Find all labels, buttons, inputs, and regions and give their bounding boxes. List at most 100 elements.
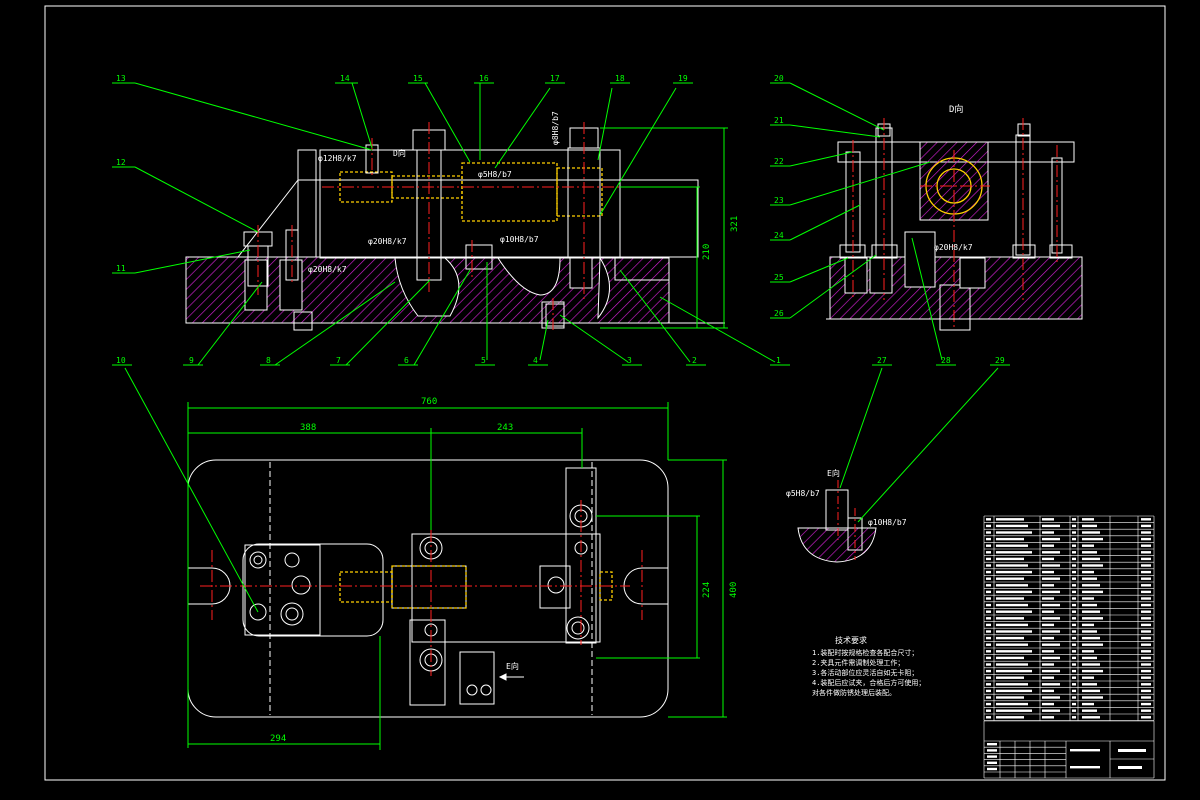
table-cell-mark bbox=[996, 696, 1024, 699]
fit-label: φ10H8/b7 bbox=[868, 518, 907, 527]
table-cell-mark bbox=[1072, 709, 1076, 712]
table-cell-mark bbox=[1072, 716, 1076, 719]
table-cell-mark bbox=[1141, 636, 1151, 640]
table-cell-mark bbox=[996, 643, 1028, 646]
table-cell-mark bbox=[996, 544, 1028, 547]
table-cell-mark bbox=[1141, 557, 1151, 561]
front-view bbox=[185, 122, 725, 332]
table-cell-mark bbox=[1072, 623, 1076, 627]
table-cell-mark bbox=[1072, 663, 1076, 666]
table-cell-mark bbox=[1042, 610, 1054, 613]
title-block-mark bbox=[1118, 766, 1142, 769]
table-cell-mark bbox=[986, 524, 991, 528]
table-cell-mark bbox=[996, 531, 1032, 534]
table-cell-mark bbox=[1141, 716, 1151, 719]
table-cell-mark bbox=[996, 603, 1028, 607]
table-cell-mark bbox=[986, 577, 991, 580]
table-cell-mark bbox=[1141, 650, 1151, 653]
table-cell-mark bbox=[986, 676, 991, 679]
table-cell-mark bbox=[1141, 630, 1151, 633]
table-cell-mark bbox=[1042, 676, 1054, 679]
table-cell-mark bbox=[1141, 617, 1151, 620]
table-cell-mark bbox=[1082, 702, 1094, 706]
table-cell-mark bbox=[1082, 584, 1100, 587]
notes-line: 对各件做防锈处理后装配。 bbox=[812, 688, 896, 697]
table-cell-mark bbox=[1072, 584, 1076, 587]
table-cell-mark bbox=[1072, 590, 1076, 594]
table-cell-mark bbox=[1042, 544, 1054, 547]
balloon-16: 16 bbox=[479, 74, 489, 83]
balloon-28: 28 bbox=[941, 356, 951, 365]
plan-centerlines bbox=[200, 500, 643, 676]
side-view bbox=[826, 118, 1083, 331]
table-cell-mark bbox=[986, 537, 991, 541]
title-block-mark bbox=[987, 767, 997, 771]
table-cell-mark bbox=[1082, 623, 1094, 627]
table-cell-mark bbox=[986, 663, 991, 666]
table-cell-mark bbox=[986, 689, 991, 693]
table-cell-mark bbox=[986, 610, 991, 613]
table-cell-mark bbox=[1082, 683, 1097, 686]
balloon-19: 19 bbox=[678, 74, 688, 83]
balloon-15: 15 bbox=[413, 74, 423, 83]
table-cell-mark bbox=[1072, 676, 1076, 679]
balloon-13: 13 bbox=[116, 74, 126, 83]
notes-line: 2.夹具元件需调制处理工作； bbox=[812, 658, 904, 667]
table-cell-mark bbox=[1042, 630, 1060, 633]
balloon-2: 2 bbox=[692, 356, 697, 365]
table-cell-mark bbox=[986, 636, 991, 640]
table-cell-mark bbox=[1072, 531, 1076, 534]
table-cell-mark bbox=[996, 551, 1032, 554]
table-cell-mark bbox=[996, 524, 1028, 528]
table-cell-mark bbox=[996, 709, 1032, 712]
title-block-mark bbox=[1118, 749, 1146, 752]
table-cell-mark bbox=[1082, 663, 1100, 666]
table-cell-mark bbox=[996, 577, 1024, 580]
table-cell-mark bbox=[1141, 623, 1151, 627]
table-cell-mark bbox=[1042, 518, 1054, 521]
plan-view bbox=[187, 459, 669, 718]
table-cell-mark bbox=[1042, 643, 1060, 646]
balloon-26: 26 bbox=[774, 309, 784, 318]
table-cell-mark bbox=[1072, 696, 1076, 699]
balloon-18: 18 bbox=[615, 74, 625, 83]
balloon-27: 27 bbox=[877, 356, 887, 365]
table-cell-mark bbox=[1141, 643, 1151, 646]
table-cell-mark bbox=[1141, 577, 1151, 580]
plan-dimensions bbox=[187, 402, 727, 750]
table-cell-mark bbox=[1042, 663, 1054, 666]
table-cell-mark bbox=[1072, 650, 1076, 653]
table-cell-mark bbox=[1141, 584, 1151, 587]
title-block-unreadable-text bbox=[987, 743, 1146, 771]
table-cell-mark bbox=[1042, 617, 1060, 620]
table-cell-mark bbox=[996, 689, 1032, 693]
table-cell-mark bbox=[986, 669, 991, 673]
table-cell-mark bbox=[1141, 669, 1151, 673]
table-cell-mark bbox=[1141, 689, 1151, 693]
table-cell-mark bbox=[1082, 643, 1103, 646]
dim-224: 224 bbox=[702, 582, 712, 598]
title-block-mark bbox=[987, 761, 997, 764]
table-cell-mark bbox=[1042, 709, 1060, 712]
table-cell-mark bbox=[986, 683, 991, 686]
table-cell-mark bbox=[1141, 676, 1151, 679]
technical-notes: 技术要求 1.装配时按规格检查各配合尺寸； 2.夹具元件需调制处理工作； 3.各… bbox=[812, 635, 925, 697]
table-cell-mark bbox=[1072, 537, 1076, 541]
table-cell-mark bbox=[1141, 564, 1151, 567]
table-cell-mark bbox=[986, 650, 991, 653]
table-cell-mark bbox=[1082, 636, 1100, 640]
detail-e-view bbox=[797, 480, 877, 563]
table-cell-mark bbox=[986, 696, 991, 699]
balloon-4: 4 bbox=[533, 356, 538, 365]
notes-title: 技术要求 bbox=[835, 635, 867, 645]
table-cell-mark bbox=[1072, 617, 1076, 620]
table-cell-mark bbox=[1072, 557, 1076, 561]
table-cell-mark bbox=[1141, 551, 1151, 554]
side-windows bbox=[844, 231, 986, 294]
table-cell-mark bbox=[986, 518, 991, 521]
side-base bbox=[829, 141, 1083, 331]
table-cell-mark bbox=[1072, 643, 1076, 646]
table-cell-mark bbox=[986, 603, 991, 607]
table-cell-mark bbox=[1042, 577, 1060, 580]
d-view-label-side: D向 bbox=[949, 103, 963, 115]
